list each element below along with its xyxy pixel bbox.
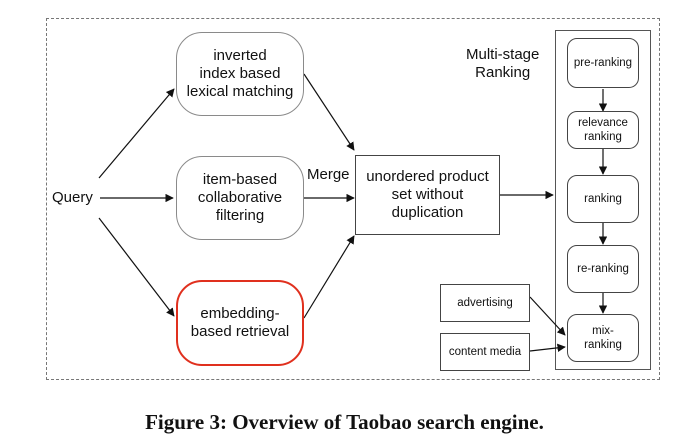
multistage-label: Multi-stage Ranking bbox=[466, 46, 540, 81]
content-media-label: content media bbox=[448, 345, 522, 358]
edge-content-mix bbox=[529, 343, 566, 353]
edge-advertising-mix bbox=[529, 296, 566, 336]
embedding-retrieval-node: embedding- based retrieval bbox=[176, 280, 304, 366]
system-boundary bbox=[46, 18, 660, 380]
re-ranking-node: re-ranking bbox=[567, 245, 639, 293]
pre-ranking-node: pre-ranking bbox=[567, 38, 639, 88]
relevance-ranking-node: relevance ranking bbox=[567, 111, 639, 149]
query-label: Query bbox=[52, 189, 93, 206]
re-ranking-label: re-ranking bbox=[577, 262, 629, 275]
embedding-retrieval-label: embedding- based retrieval bbox=[190, 304, 290, 340]
ranking-panel bbox=[555, 30, 651, 370]
edge-inverted-set bbox=[303, 73, 355, 151]
inverted-index-node: inverted index based lexical matching bbox=[176, 32, 304, 116]
relevance-ranking-label: relevance ranking bbox=[578, 116, 628, 143]
merge-label: Merge bbox=[307, 166, 350, 183]
mix-ranking-node: mix- ranking bbox=[567, 314, 639, 362]
advertising-label: advertising bbox=[457, 296, 513, 309]
edge-embedding-set bbox=[303, 235, 355, 319]
ranking-node: ranking bbox=[567, 175, 639, 223]
edge-query-inverted bbox=[98, 88, 175, 179]
pre-ranking-label: pre-ranking bbox=[573, 56, 633, 69]
mix-ranking-label: mix- ranking bbox=[584, 324, 622, 351]
collaborative-filtering-node: item-based collaborative filtering bbox=[176, 156, 304, 240]
figure-caption: Figure 3: Overview of Taobao search engi… bbox=[145, 410, 544, 434]
content-media-node: content media bbox=[440, 333, 530, 371]
edge-query-embedding bbox=[98, 217, 175, 317]
unordered-set-label: unordered product set without duplicatio… bbox=[366, 167, 489, 222]
inverted-index-label: inverted index based lexical matching bbox=[186, 46, 294, 101]
collaborative-filtering-label: item-based collaborative filtering bbox=[197, 170, 283, 225]
ranking-label: ranking bbox=[584, 192, 622, 205]
advertising-node: advertising bbox=[440, 284, 530, 322]
unordered-set-node: unordered product set without duplicatio… bbox=[355, 155, 500, 235]
